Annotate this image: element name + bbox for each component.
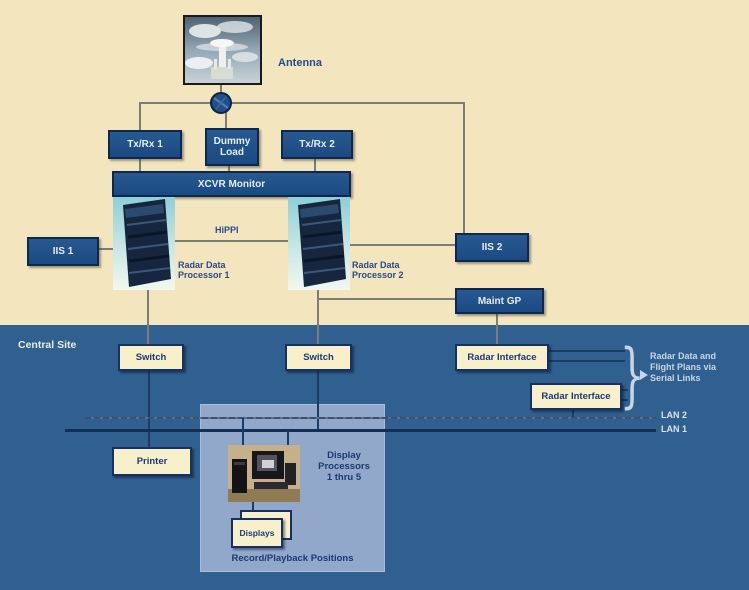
connector bbox=[95, 248, 113, 250]
connector bbox=[350, 244, 455, 246]
display-processors-line3: 1 thru 5 bbox=[326, 472, 362, 483]
display-processors-line1: Display bbox=[327, 450, 361, 461]
dummy-load-label: Dummy Load bbox=[213, 136, 251, 158]
hippi-link bbox=[175, 240, 288, 242]
connector bbox=[572, 405, 574, 418]
proc1-label: Radar Data Processor 1 bbox=[178, 260, 230, 280]
lan1-label: LAN 1 bbox=[661, 424, 688, 434]
proc1-label-line1: Radar Data bbox=[178, 260, 226, 270]
connector bbox=[148, 367, 150, 447]
connector bbox=[139, 102, 141, 130]
serial-links-arrow-icon bbox=[640, 370, 648, 380]
displays-label: Displays bbox=[239, 528, 275, 538]
proc2-label-line1: Radar Data bbox=[352, 260, 400, 270]
maint-gp-label: Maint GP bbox=[477, 295, 522, 307]
rotary-joint-icon bbox=[209, 91, 233, 115]
proc2-label: Radar Data Processor 2 bbox=[352, 260, 404, 280]
connector bbox=[317, 298, 455, 300]
switch1-box: Switch bbox=[118, 344, 184, 371]
display-processors-line2: Processors bbox=[318, 461, 370, 472]
connector bbox=[220, 82, 222, 93]
iis2-label: IIS 2 bbox=[481, 242, 503, 253]
radar-processor1-image bbox=[113, 197, 175, 290]
connector bbox=[463, 102, 465, 233]
xcvr-monitor-box: XCVR Monitor bbox=[112, 171, 351, 197]
displays-box: Displays bbox=[231, 518, 283, 548]
printer-box: Printer bbox=[112, 447, 192, 476]
radar-interface1-label: Radar Interface bbox=[467, 352, 537, 363]
txrx2-box: Tx/Rx 2 bbox=[281, 130, 353, 159]
antenna-illustration bbox=[185, 17, 260, 83]
connector bbox=[231, 102, 465, 104]
connector bbox=[496, 310, 498, 344]
serial-link-line bbox=[618, 389, 628, 391]
connector bbox=[252, 502, 254, 512]
serial-link-line bbox=[618, 399, 628, 401]
txrx2-label: Tx/Rx 2 bbox=[299, 139, 335, 150]
connector bbox=[287, 431, 289, 445]
antenna-label: Antenna bbox=[278, 57, 322, 69]
hippi-label: HiPPI bbox=[215, 225, 239, 235]
radar-interface2-box: Radar Interface bbox=[530, 383, 622, 410]
iis1-label: IIS 1 bbox=[52, 246, 74, 257]
connector bbox=[317, 367, 319, 431]
central-site-label: Central Site bbox=[18, 339, 77, 351]
connector bbox=[242, 418, 244, 445]
connector bbox=[139, 102, 213, 104]
connector bbox=[314, 155, 316, 171]
maint-gp-box: Maint GP bbox=[455, 288, 544, 314]
lan1-bus bbox=[65, 429, 656, 432]
serial-note-line3: Serial Links bbox=[650, 373, 701, 383]
serial-link-line bbox=[545, 360, 625, 362]
serial-links-note: Radar Data and Flight Plans via Serial L… bbox=[650, 351, 716, 384]
radar-interface2-label: Radar Interface bbox=[541, 391, 611, 402]
txrx1-label: Tx/Rx 1 bbox=[127, 139, 163, 150]
dummy-load-box: Dummy Load bbox=[205, 128, 259, 166]
radar-interface1-box: Radar Interface bbox=[455, 344, 549, 371]
proc2-label-line2: Processor 2 bbox=[352, 270, 404, 280]
serial-link-line bbox=[545, 350, 625, 352]
antenna-photo bbox=[183, 15, 262, 85]
connector bbox=[317, 290, 319, 345]
txrx1-box: Tx/Rx 1 bbox=[108, 130, 182, 159]
xcvr-monitor-label: XCVR Monitor bbox=[197, 178, 266, 190]
connector bbox=[228, 162, 230, 171]
switch2-label: Switch bbox=[303, 352, 334, 363]
connector bbox=[225, 112, 227, 128]
iis1-box: IIS 1 bbox=[27, 237, 99, 266]
connector bbox=[147, 290, 149, 345]
iis2-box: IIS 2 bbox=[455, 233, 529, 262]
switch2-box: Switch bbox=[285, 344, 352, 371]
workstation-photo bbox=[228, 445, 300, 502]
printer-label: Printer bbox=[136, 456, 168, 467]
lan2-label: LAN 2 bbox=[661, 410, 688, 420]
switch1-label: Switch bbox=[135, 352, 167, 363]
proc1-label-line2: Processor 1 bbox=[178, 270, 230, 280]
record-playback-label: Record/Playback Positions bbox=[231, 553, 354, 564]
serial-note-line1: Radar Data and bbox=[650, 351, 717, 361]
display-processors-label: Display Processors 1 thru 5 bbox=[305, 450, 383, 483]
serial-note-line2: Flight Plans via bbox=[650, 362, 717, 372]
radar-processor2-image bbox=[288, 197, 350, 290]
connector bbox=[139, 155, 141, 171]
lan2-bus bbox=[85, 417, 656, 419]
